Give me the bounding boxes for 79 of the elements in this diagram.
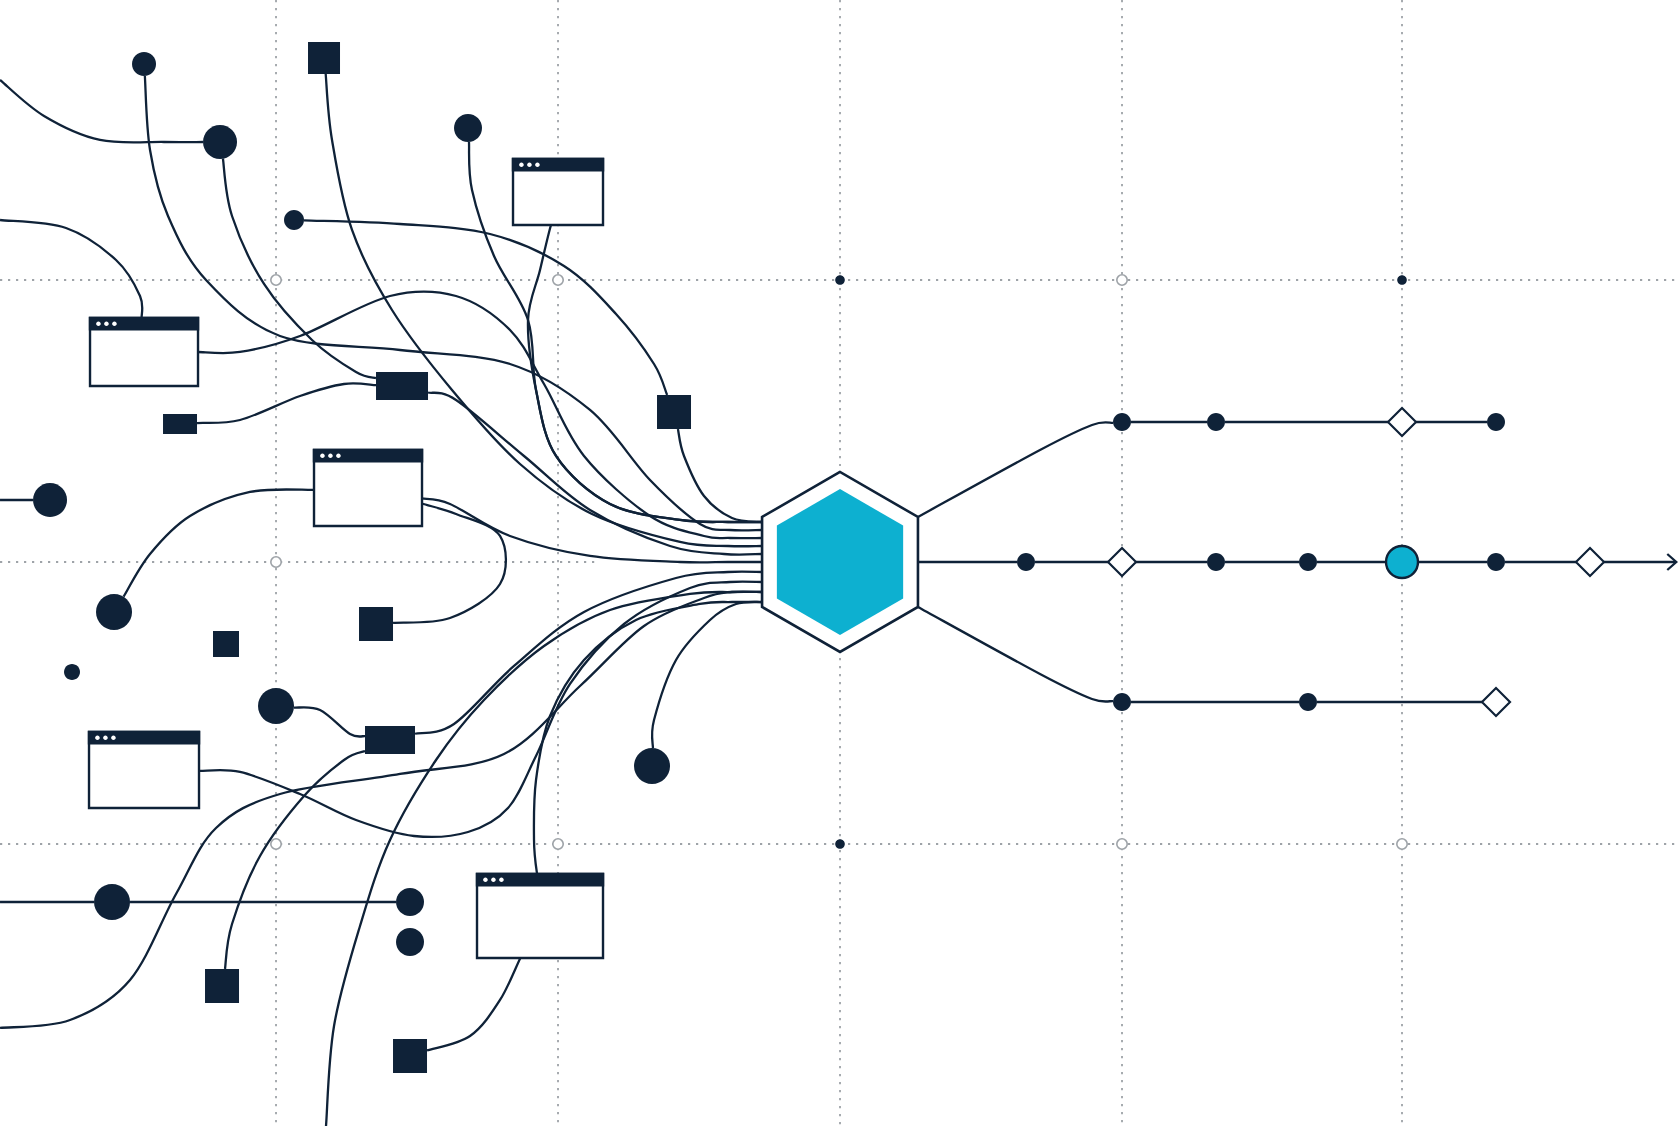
- circle: [1299, 693, 1317, 711]
- circle: [1113, 413, 1131, 431]
- connector: [1225, 420, 1388, 424]
- connector: [130, 900, 396, 904]
- connector: [1505, 560, 1576, 564]
- circle: [64, 664, 80, 680]
- circle: [284, 210, 304, 230]
- connector: [122, 488, 315, 598]
- connector: [1035, 560, 1108, 564]
- connector: [650, 600, 763, 749]
- connector: [1136, 560, 1207, 564]
- connector: [917, 560, 1017, 564]
- browser-window: [475, 872, 605, 960]
- rectangle: [376, 372, 428, 400]
- connector: [426, 957, 522, 1052]
- connector: [293, 706, 366, 738]
- connector: [0, 218, 144, 319]
- connector: [1225, 560, 1299, 564]
- connector: [427, 391, 763, 556]
- connector: [1416, 420, 1487, 424]
- square: [205, 969, 239, 1003]
- circle: [634, 748, 670, 784]
- connector: [392, 502, 508, 624]
- connector: [1131, 700, 1299, 704]
- circle: [396, 888, 424, 916]
- connector: [917, 421, 1114, 518]
- circle: [96, 594, 132, 630]
- connector: [0, 498, 33, 502]
- browser-window: [312, 448, 424, 528]
- circle: [454, 114, 482, 142]
- square: [213, 631, 239, 657]
- browser-window: [87, 730, 201, 810]
- connector: [1418, 560, 1487, 564]
- square: [393, 1039, 427, 1073]
- circle: [94, 884, 130, 920]
- circle: [396, 928, 424, 956]
- connector: [197, 290, 763, 540]
- diamond: [1106, 546, 1138, 578]
- connector: [143, 75, 763, 532]
- connector: [1604, 553, 1678, 571]
- circle: [1113, 693, 1131, 711]
- circle: [1487, 553, 1505, 571]
- circle: [1207, 553, 1225, 571]
- circle: [1384, 544, 1420, 580]
- connector: [223, 750, 366, 970]
- connector: [676, 428, 763, 524]
- connector: [196, 382, 377, 425]
- diamond: [1574, 546, 1606, 578]
- browser-window: [511, 157, 605, 227]
- hexagon: [760, 470, 920, 654]
- connector: [324, 590, 763, 1126]
- connector: [1317, 700, 1482, 704]
- connector: [221, 158, 377, 380]
- rectangle: [365, 726, 415, 754]
- circle: [132, 52, 156, 76]
- connector: [0, 79, 204, 144]
- circle: [1487, 413, 1505, 431]
- circle: [203, 125, 237, 159]
- browser-window: [88, 316, 200, 388]
- connector: [1317, 560, 1386, 564]
- circle: [1207, 413, 1225, 431]
- circle: [1017, 553, 1035, 571]
- diamond: [1386, 406, 1418, 438]
- square: [359, 607, 393, 641]
- connector: [198, 580, 763, 838]
- circle: [258, 688, 294, 724]
- connector: [0, 900, 94, 904]
- diamond: [1480, 686, 1512, 718]
- connector: [324, 73, 763, 548]
- connector: [1131, 420, 1207, 424]
- square: [657, 395, 691, 429]
- connector: [414, 570, 763, 735]
- square: [308, 42, 340, 74]
- circle: [1299, 553, 1317, 571]
- connector: [917, 606, 1114, 703]
- circle: [33, 483, 67, 517]
- connector: [303, 219, 669, 396]
- connector: [421, 497, 763, 564]
- rectangle: [163, 414, 197, 434]
